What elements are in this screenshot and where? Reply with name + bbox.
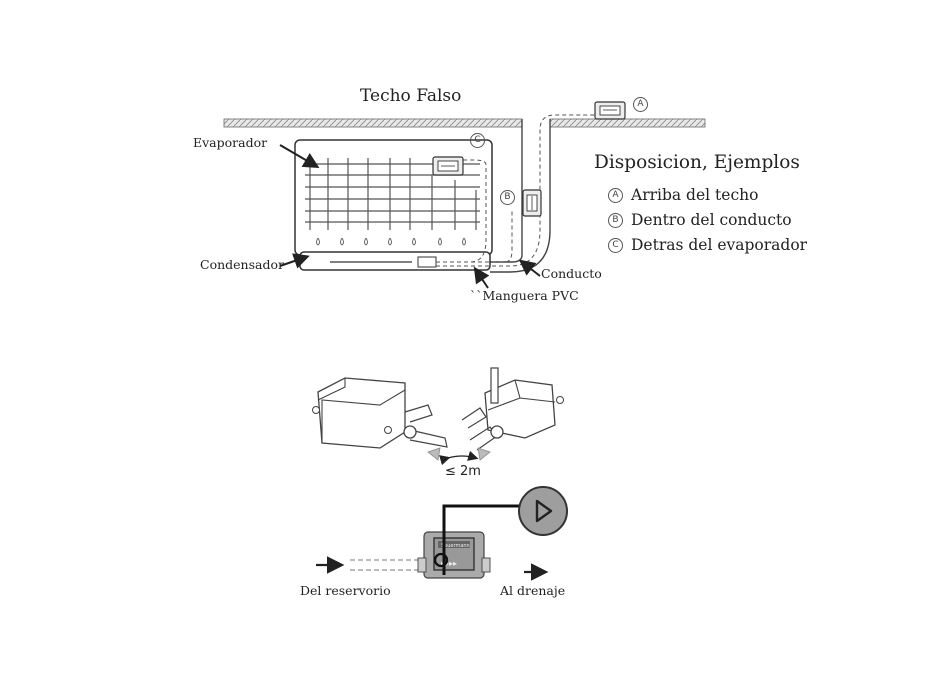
pump-unit-c-icon (432, 156, 464, 176)
svg-text:Sauermann: Sauermann (441, 543, 470, 549)
marker-c-icon: C (470, 133, 485, 148)
marker-a-icon: A (633, 97, 648, 112)
distance-label: ≤ 2m (445, 464, 481, 479)
label-del-reservorio: Del reservorio (300, 583, 391, 598)
legend-item-c: C Detras del evaporador (608, 236, 808, 254)
marker-b-icon: B (500, 190, 515, 205)
legend-text-c: Detras del evaporador (631, 236, 808, 254)
legend-text-b: Dentro del conducto (631, 211, 792, 229)
label-conducto: Conducto (541, 266, 602, 281)
label-evaporador: Evaporador (193, 135, 268, 150)
condensation-drops (316, 237, 466, 246)
label-al-drenaje: Al drenaje (500, 583, 566, 598)
legend-item-b: B Dentro del conducto (608, 211, 792, 229)
legend-marker-c-icon: C (608, 238, 623, 254)
leader-lines (279, 144, 541, 289)
distance-arrow (439, 450, 479, 466)
legend-marker-a-icon: A (608, 188, 623, 204)
diagram-title: Techo Falso (360, 86, 462, 106)
water-drip-icons (427, 447, 491, 461)
label-condensador: Condensador (200, 257, 284, 272)
label-manguera-pvc: ``Manguera PVC (470, 288, 579, 303)
legend-text-a: Arriba del techo (631, 186, 759, 204)
legend-marker-b-icon: B (608, 213, 623, 229)
connecting-hoses (403, 404, 504, 451)
legend-title: Disposicion, Ejemplos (594, 152, 800, 173)
legend-item-a: A Arriba del techo (608, 186, 759, 204)
pump-unit-a-icon (594, 101, 626, 120)
reservoir-box (312, 377, 406, 449)
svg-text:▸▸▸▸: ▸▸▸▸ (441, 559, 457, 568)
pump-box (484, 367, 564, 439)
ceiling (223, 118, 706, 128)
pump-flow-schematic: Sauermann ▸▸▸▸ (316, 486, 568, 581)
pump-unit-b-icon (522, 189, 542, 217)
